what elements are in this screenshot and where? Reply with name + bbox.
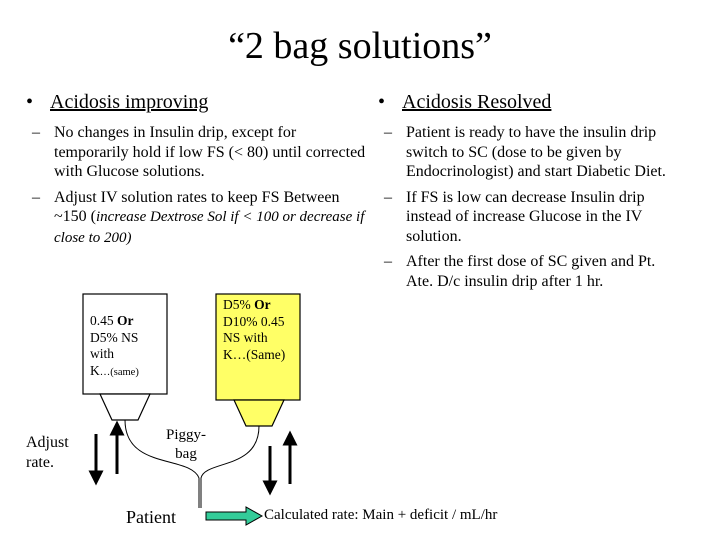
piggyback-drip-chamber: [233, 399, 285, 427]
sub-item-text: If FS is low can decrease Insulin drip i…: [406, 188, 645, 245]
bag2-line3: NS with: [223, 330, 268, 345]
bag2-line2: D10% 0.45: [223, 313, 285, 329]
piggyback-bag-label: D5% Or D10% 0.45 NS with K…(Same): [223, 297, 303, 363]
dash-icon: –: [32, 124, 40, 141]
bullet-dot-icon: •: [378, 91, 386, 113]
bag1-same: …(same): [99, 366, 139, 378]
bag2-or: Or: [254, 297, 271, 312]
sub-item-text: After the first dose of SC given and Pt.…: [406, 253, 656, 290]
bag1-or: Or: [117, 313, 134, 328]
sub-item: – Adjust IV solution rates to keep FS Be…: [26, 188, 366, 249]
piggyback-tubing: [200, 425, 260, 508]
sub-item: – If FS is low can decrease Insulin drip…: [378, 188, 678, 247]
bag2-line4: K…(Same): [223, 346, 286, 362]
dash-icon: –: [384, 188, 392, 206]
sub-item: – After the first dose of SC given and P…: [378, 252, 678, 291]
sub-item-text: Patient is ready to have the insulin dri…: [406, 124, 666, 180]
bag1-line3: with: [90, 346, 115, 361]
patient-label: Patient: [126, 507, 176, 527]
bullet-dot-icon: •: [26, 91, 34, 113]
piggyback-label: Piggy-bag: [165, 427, 206, 462]
bullet-heading: Acidosis improving: [50, 91, 209, 113]
adjust-rate-label: Adjust rate.: [26, 434, 69, 471]
sub-item-text: No changes in Insulin drip, except for t…: [54, 124, 366, 180]
sub-item-text: Adjust IV solution rates to keep FS Betw…: [54, 188, 366, 249]
sub-item-italic: increase Dextrose Sol if < 100 or decrea…: [54, 209, 365, 246]
dash-icon: –: [32, 188, 40, 206]
bullet-acidosis-improving: • Acidosis improving: [26, 90, 366, 115]
sub-item: – No changes in Insulin drip, except for…: [26, 123, 366, 182]
dash-icon: –: [384, 253, 392, 270]
bag1-line2: D5% NS: [90, 329, 139, 345]
sub-list: – Patient is ready to have the insulin d…: [378, 123, 678, 291]
sub-item-main: Adjust IV solution rates to keep FS Betw…: [54, 188, 340, 226]
arrow-right-icon: [205, 506, 264, 526]
bag2-line1: D5%: [223, 297, 255, 312]
main-bag-drip-chamber: [99, 393, 151, 421]
right-column: • Acidosis Resolved – Patient is ready t…: [378, 90, 678, 297]
dash-icon: –: [384, 124, 392, 141]
sub-item: – Patient is ready to have the insulin d…: [378, 123, 678, 182]
main-tubing: [124, 419, 200, 508]
main-bag-label: 0.45 Or D5% NS with K…(same): [90, 313, 154, 381]
bullet-acidosis-resolved: • Acidosis Resolved: [378, 90, 678, 115]
piggyback-iv-bag: [215, 293, 301, 401]
slide-title: “2 bag solutions”: [228, 25, 492, 67]
left-column: • Acidosis improving – No changes in Ins…: [26, 90, 366, 254]
bag1-line4: K: [90, 362, 100, 378]
bag1-line1: 0.45: [90, 313, 117, 328]
calculated-rate-label: Calculated rate: Main + deficit / mL/hr: [264, 507, 498, 523]
bullet-heading: Acidosis Resolved: [402, 91, 552, 113]
sub-list: – No changes in Insulin drip, except for…: [26, 123, 366, 248]
